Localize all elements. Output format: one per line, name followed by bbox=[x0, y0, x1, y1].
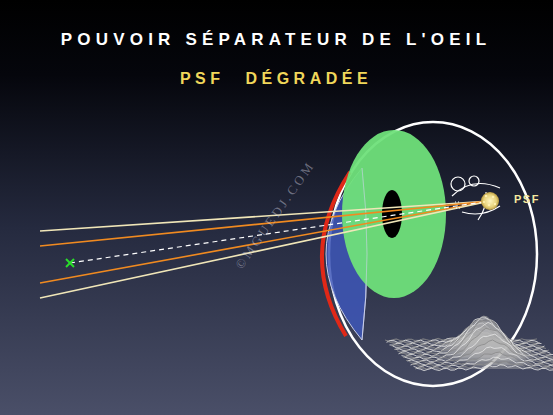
pupil bbox=[382, 190, 402, 238]
watermark: ©MGUEDJ.COM bbox=[232, 158, 319, 272]
slide-title: POUVOIR SÉPARATEUR DE L'OEIL bbox=[61, 30, 491, 50]
photoreceptors bbox=[451, 176, 500, 220]
psf-label: PSF bbox=[514, 193, 540, 205]
psf-spot-dots bbox=[483, 195, 496, 207]
psf-ridge bbox=[417, 365, 553, 371]
object-point bbox=[66, 259, 74, 267]
psf-spot bbox=[481, 192, 499, 210]
slide-subtitle: PSF DÉGRADÉE bbox=[180, 70, 372, 88]
psf-3d-plot bbox=[385, 316, 553, 371]
